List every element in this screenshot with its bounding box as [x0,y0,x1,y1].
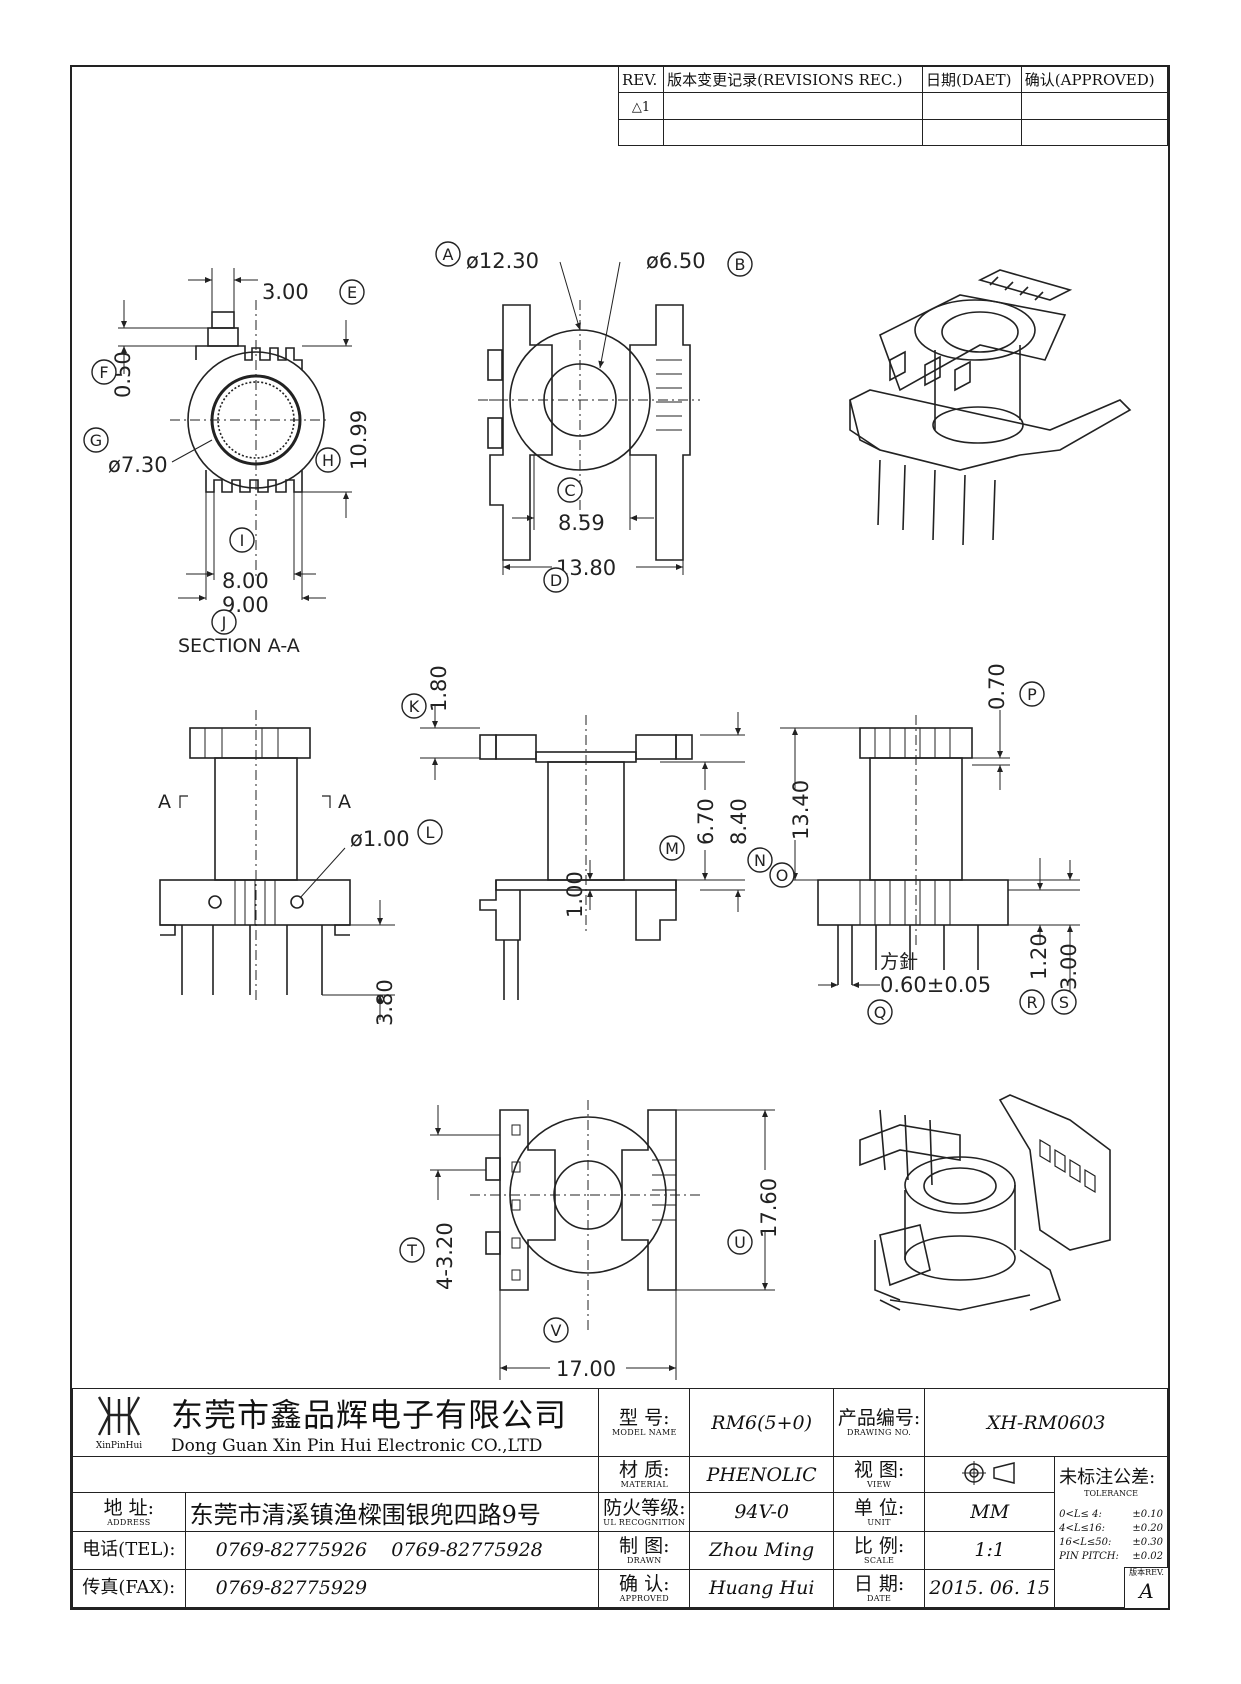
title-block: XinPinHui 东莞市鑫品辉电子有限公司 Dong Guan Xin Pin… [71,1387,1168,1609]
model-value: RM6(5+0) [689,1387,834,1458]
tolerance-row: 0<L≤ 4: ±0.10 [1059,1509,1163,1521]
date-header: 日期(DAET) [921,65,1022,94]
rev-header: REV. [617,65,665,94]
approved-label: 确 认:APPROVED [598,1568,691,1609]
tel-label: 电话(TEL): [72,1530,186,1570]
fax-label: 传真(FAX): [72,1568,186,1609]
model-label: 型 号:MODEL NAME [598,1387,691,1458]
revisions-header: 版本变更记录(REVISIONS REC.) [663,65,923,94]
tolerance-cell: 未标注公差: TOLERANCE 0<L≤ 4: ±0.10 4<L≤16: ±… [1054,1456,1168,1608]
view-label: 视 图:VIEW [832,1456,926,1494]
tolerance-row: 16<L≤50: ±0.30 [1059,1537,1163,1549]
tel-value: 0769-82775926 0769-82775928 [184,1530,600,1570]
company-name-cn: 东莞市鑫品辉电子有限公司 [171,1395,568,1434]
tolerance-title-en: TOLERANCE [1084,1489,1138,1499]
address-value: 东莞市清溪镇渔樑围银兜四路9号 [184,1492,600,1532]
tolerance-row: 4<L≤16: ±0.20 [1059,1523,1163,1535]
drawn-value: Zhou Ming [689,1530,834,1570]
ul-value: 94V-0 [689,1492,834,1532]
approved-value: Huang Hui [689,1568,834,1609]
drawn-label: 制 图:DRAWN [598,1530,691,1570]
drawing-frame [70,65,1170,1610]
unit-label: 单 位:UNIT [832,1492,926,1532]
projection-icon [961,1460,1015,1485]
address-label: 地 址:ADDRESS [72,1492,186,1532]
material-value: PHENOLIC [689,1456,834,1494]
company-cell: XinPinHui 东莞市鑫品辉电子有限公司 Dong Guan Xin Pin… [71,1387,600,1458]
revision-table: REV. 版本变更记录(REVISIONS REC.) 日期(DAET) 确认(… [617,65,1169,147]
ul-label: 防火等级:UL RECOGNITION [598,1492,691,1532]
scale-value: 1:1 [924,1530,1056,1570]
rev-box-value: A [1139,1579,1154,1603]
date-label: 日 期:DATE [832,1568,926,1609]
company-logo: XinPinHui [77,1395,161,1451]
tolerance-row: PIN PITCH: ±0.02 [1059,1551,1163,1563]
scale-label: 比 例:SCALE [832,1530,926,1570]
approved-header: 确认(APPROVED) [1020,65,1169,94]
rev-box: 版本REV. A [1124,1567,1168,1608]
tolerance-title: 未标注公差: [1059,1467,1156,1489]
material-label: 材 质:MATERIAL [598,1456,691,1494]
company-name-en: Dong Guan Xin Pin Hui Electronic CO.,LTD [171,1435,543,1456]
rev-box-label: 版本REV. [1129,1568,1164,1577]
drawing-no-label: 产品编号:DRAWING NO. [832,1387,926,1458]
logo-icon [97,1396,141,1436]
date-value: 2015. 06. 15 [924,1568,1056,1609]
projection-symbol [924,1456,1056,1494]
drawing-no-value: XH-RM0603 [924,1387,1168,1458]
logo-text: XinPinHui [95,1440,143,1451]
fax-value: 0769-82775929 [184,1568,600,1609]
rev-symbol: △1 [617,92,665,120]
unit-value: MM [924,1492,1056,1532]
